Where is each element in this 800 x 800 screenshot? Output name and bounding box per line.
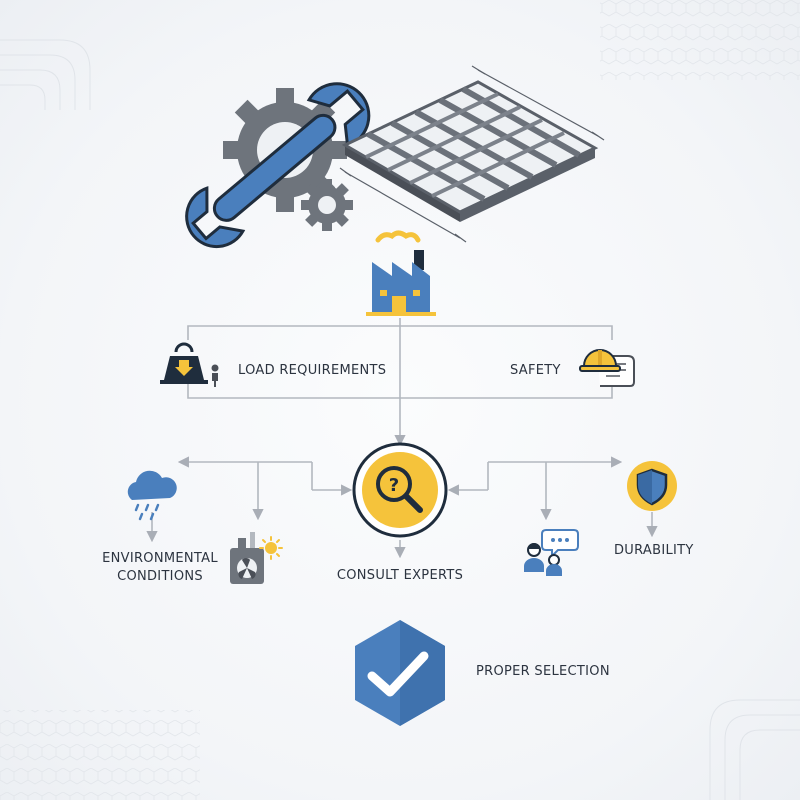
weight-load-icon: [160, 342, 219, 387]
rain-cloud-icon: [127, 470, 177, 521]
connector-lines: [146, 318, 658, 559]
durability-label: DURABILITY: [614, 543, 694, 558]
steel-grating-icon: [339, 65, 605, 243]
hard-hat-document-icon: [579, 349, 635, 387]
load-requirements-label: LOAD REQUIREMENTS: [238, 363, 387, 378]
factory-icon: [366, 230, 436, 316]
shield-icon: [627, 461, 677, 511]
corner-decoration-top-right: [600, 0, 800, 80]
magnifier-question-icon: ?: [352, 442, 448, 538]
checkmark-hexagon-icon: [355, 620, 445, 726]
corner-decoration-bottom-left: [0, 710, 200, 800]
environmental-label-line2: CONDITIONS: [117, 569, 203, 584]
environmental-conditions-label: ENVIRONMENTAL CONDITIONS: [90, 550, 230, 586]
proper-selection-label: PROPER SELECTION: [476, 664, 610, 679]
environmental-label-line1: ENVIRONMENTAL: [102, 551, 218, 566]
safety-label: SAFETY: [510, 363, 561, 378]
gear-wrench-icon: [185, 82, 371, 249]
svg-text:?: ?: [389, 475, 399, 496]
consult-experts-label: CONSULT EXPERTS: [336, 568, 464, 583]
corner-lines-top-left: [0, 39, 91, 110]
experts-chat-icon: [524, 529, 579, 576]
corner-lines-bottom-right: [709, 699, 800, 800]
hvac-sun-icon: [230, 532, 283, 584]
